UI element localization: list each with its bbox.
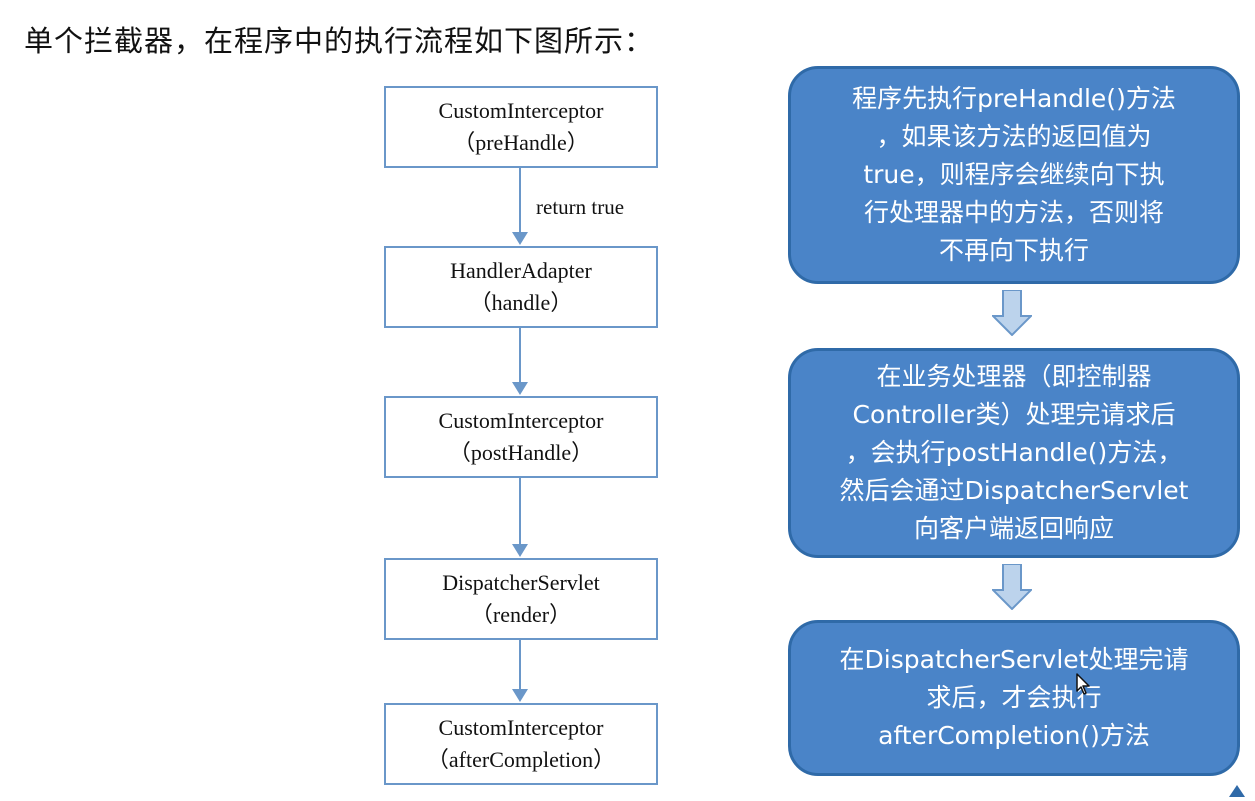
return-true-label: return true: [536, 195, 625, 219]
flow-arrow-head-icon: [512, 689, 528, 702]
note-line: 行处理器中的方法，否则将: [863, 198, 1164, 227]
flow-arrow-line: [519, 640, 521, 690]
note-line: ，会执行postHandle()方法，: [845, 438, 1183, 467]
flow-step-method: （handle）: [469, 290, 573, 315]
note-aftercompletion: 在DispatcherServlet处理完请 求后，才会执行 afterComp…: [788, 620, 1240, 776]
note-line: true，则程序会继续向下执: [863, 160, 1165, 189]
note-line: 不再向下执行: [938, 236, 1089, 265]
note-prehandle: 程序先执行preHandle()方法 ，如果该方法的返回值为 true，则程序会…: [788, 66, 1240, 284]
block-arrow-down-icon: [992, 290, 1032, 336]
note-line: afterCompletion()方法: [878, 721, 1150, 750]
note-line: ，如果该方法的返回值为: [876, 122, 1152, 151]
page-title: 单个拦截器，在程序中的执行流程如下图所示：: [24, 24, 655, 58]
flow-step-method: （preHandle）: [453, 130, 589, 155]
mouse-cursor-icon: [1076, 673, 1090, 695]
flow-step-posthandle: CustomInterceptor （postHandle）: [384, 396, 658, 478]
note-line: Controller类）处理完请求后: [852, 400, 1176, 429]
flow-arrow-line: [519, 328, 521, 383]
flow-step-method: （afterCompletion）: [426, 747, 616, 772]
flow-step-handle: HandlerAdapter （handle）: [384, 246, 658, 328]
flow-step-name: HandlerAdapter: [450, 258, 592, 283]
note-line: 在业务处理器（即控制器: [876, 362, 1152, 391]
flow-step-aftercompletion: CustomInterceptor （afterCompletion）: [384, 703, 658, 785]
note-line: 求后，才会执行: [926, 683, 1102, 712]
flow-arrow-head-icon: [512, 232, 528, 245]
flow-step-name: CustomInterceptor: [438, 715, 604, 740]
note-line: 在DispatcherServlet处理完请: [839, 645, 1189, 674]
flow-arrow-line: [519, 168, 521, 233]
flow-arrow-head-icon: [512, 544, 528, 557]
note-posthandle: 在业务处理器（即控制器 Controller类）处理完请求后 ，会执行postH…: [788, 348, 1240, 558]
flow-step-name: CustomInterceptor: [438, 98, 604, 123]
flow-step-prehandle: CustomInterceptor （preHandle）: [384, 86, 658, 168]
corner-triangle-icon: [1229, 785, 1245, 797]
flow-step-render: DispatcherServlet （render）: [384, 558, 658, 640]
note-line: 然后会通过DispatcherServlet: [839, 476, 1189, 505]
flow-step-name: CustomInterceptor: [438, 408, 604, 433]
flow-arrow-head-icon: [512, 382, 528, 395]
block-arrow-down-icon: [992, 564, 1032, 610]
note-line: 向客户端返回响应: [913, 514, 1114, 543]
flow-step-name: DispatcherServlet: [442, 570, 600, 595]
flow-step-method: （render）: [470, 602, 572, 627]
note-line: 程序先执行preHandle()方法: [852, 84, 1176, 113]
flow-arrow-line: [519, 478, 521, 545]
flow-step-method: （postHandle）: [448, 440, 594, 465]
